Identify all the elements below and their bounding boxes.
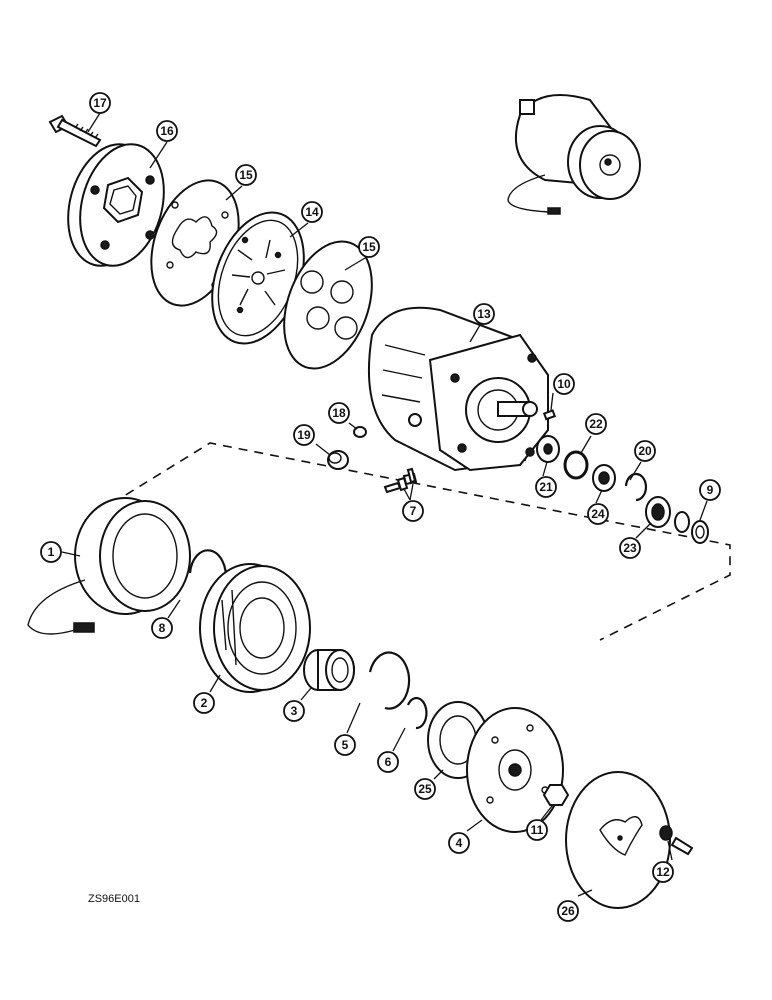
svg-text:17: 17	[93, 96, 107, 110]
part-22-o-ring	[563, 450, 589, 480]
part-10-key	[542, 409, 557, 421]
callout-20: 20	[634, 440, 656, 462]
part-18-o-ring	[353, 426, 367, 438]
part-4-clutch-plate	[466, 707, 564, 833]
svg-text:15: 15	[362, 240, 376, 254]
part-20-snap-ring	[624, 472, 648, 502]
svg-text:12: 12	[656, 865, 670, 879]
part-7-screws-clips	[383, 467, 418, 494]
callout-13: 13	[473, 303, 495, 325]
callout-9: 9	[699, 479, 721, 501]
callout-5: 5	[334, 734, 356, 756]
svg-text:21: 21	[539, 480, 553, 494]
svg-text:25: 25	[418, 782, 432, 796]
svg-text:1: 1	[48, 545, 55, 559]
svg-text:19: 19	[297, 428, 311, 442]
leader-lines	[61, 112, 708, 897]
diagram-code: ZS96E001	[88, 893, 140, 905]
part-26-cover	[565, 771, 671, 909]
svg-text:9: 9	[707, 483, 714, 497]
svg-text:11: 11	[531, 823, 544, 837]
svg-text:5: 5	[342, 738, 349, 752]
svg-text:7: 7	[410, 504, 417, 518]
callout-19: 19	[293, 424, 315, 446]
svg-text:2: 2	[201, 696, 208, 710]
part-16-hub	[67, 143, 165, 267]
callout-21: 21	[535, 476, 557, 498]
callout-25: 25	[414, 778, 436, 800]
svg-text:10: 10	[557, 377, 571, 391]
part-15-gasket-b	[283, 240, 373, 370]
part-11-nut	[542, 784, 570, 806]
svg-text:13: 13	[477, 307, 491, 321]
part-9-washers	[674, 511, 709, 544]
svg-text:16: 16	[160, 124, 174, 138]
part-23-seal	[645, 496, 671, 528]
callout-14: 14	[301, 201, 323, 223]
callout-22: 22	[585, 413, 607, 435]
callout-7: 7	[402, 500, 424, 522]
callout-15-b: 15	[358, 236, 380, 258]
part-6-snap-ring	[406, 696, 428, 730]
part-1-clutch-coil	[27, 497, 191, 635]
part-17-bolt	[48, 114, 102, 148]
part-24-seal	[592, 464, 616, 492]
part-5-snap-ring	[368, 651, 411, 710]
callout-6: 6	[377, 751, 399, 773]
svg-text:24: 24	[591, 507, 605, 521]
callout-4: 4	[448, 832, 470, 854]
callout-8: 8	[151, 617, 173, 639]
callout-11: 11	[526, 819, 548, 841]
callout-15-a: 15	[235, 164, 257, 186]
callout-17: 17	[89, 92, 111, 114]
inset-assembled-compressor	[507, 94, 641, 215]
callout-12: 12	[652, 861, 674, 883]
group-boundary-dashed	[84, 442, 731, 641]
svg-text:22: 22	[589, 417, 603, 431]
callout-3: 3	[283, 700, 305, 722]
svg-text:15: 15	[239, 168, 253, 182]
callout-23: 23	[619, 537, 641, 559]
svg-text:3: 3	[291, 704, 298, 718]
svg-text:26: 26	[561, 904, 575, 918]
callout-16: 16	[156, 120, 178, 142]
svg-text:18: 18	[332, 406, 346, 420]
part-13-compressor-body	[367, 306, 549, 472]
callout-24: 24	[587, 503, 609, 525]
callout-1: 1	[40, 541, 62, 563]
part-2-pulley	[199, 563, 311, 693]
callout-10: 10	[553, 373, 575, 395]
part-3-bearing	[303, 649, 355, 691]
part-14-valve-plate	[211, 211, 305, 345]
part-21-seal-seat	[536, 435, 560, 463]
callout-26: 26	[557, 900, 579, 922]
svg-text:8: 8	[159, 621, 166, 635]
svg-text:23: 23	[623, 541, 637, 555]
svg-text:20: 20	[638, 444, 652, 458]
part-12-screw-washer	[659, 825, 694, 856]
svg-text:14: 14	[305, 205, 319, 219]
svg-text:4: 4	[456, 836, 463, 850]
callout-2: 2	[193, 692, 215, 714]
svg-text:6: 6	[385, 755, 392, 769]
part-19-plug	[327, 450, 349, 470]
callout-18: 18	[328, 402, 350, 424]
